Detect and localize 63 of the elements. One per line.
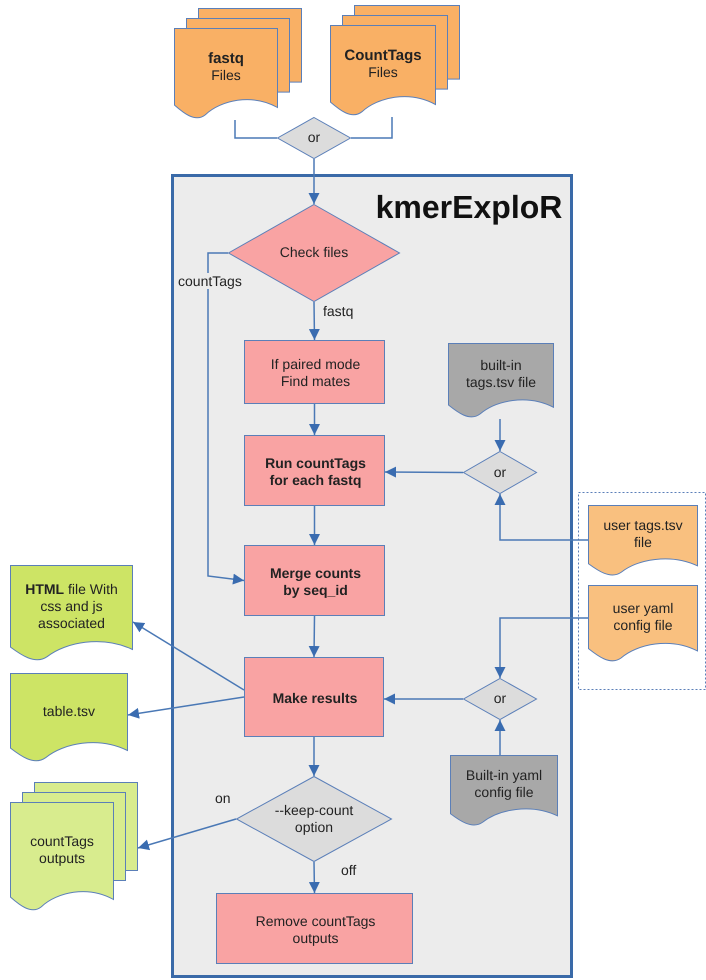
node-label: countTags outputs xyxy=(29,833,95,867)
file-stack xyxy=(330,5,460,117)
node-label: or xyxy=(494,690,506,708)
decision-diamond xyxy=(277,117,351,159)
node-label: Make results xyxy=(272,690,358,706)
decision-diamond xyxy=(463,678,537,720)
arrow xyxy=(309,506,320,545)
decision-diamond xyxy=(236,776,392,862)
arrow xyxy=(308,862,320,894)
document-shape xyxy=(588,505,698,577)
node-label: Run countTags for each fastq xyxy=(264,454,367,488)
connector-line xyxy=(351,117,393,139)
node-label: If paired mode Find mates xyxy=(270,356,362,390)
container-title: kmerExploR xyxy=(376,188,562,226)
process-box xyxy=(244,340,385,404)
process-box xyxy=(244,545,385,616)
arrow xyxy=(384,694,463,704)
node-label: Files xyxy=(368,64,398,81)
node-label: Files xyxy=(211,67,241,84)
arrow xyxy=(494,720,506,755)
arrow xyxy=(138,818,236,850)
document-shape xyxy=(10,673,128,763)
file-stack xyxy=(174,8,302,120)
node-label: Remove countTags outputs xyxy=(254,912,376,946)
arrow xyxy=(494,419,506,451)
edge-label: countTags xyxy=(177,273,243,289)
process-box xyxy=(244,657,384,737)
node-label: --keep-count option xyxy=(274,802,354,836)
node-label: CountTags xyxy=(344,47,422,64)
arrow xyxy=(308,737,320,776)
document-shape xyxy=(588,585,698,663)
arrow xyxy=(494,494,588,541)
arrow xyxy=(309,404,320,435)
node-label: fastq xyxy=(208,50,244,67)
node-label: Built-in yaml config file xyxy=(464,767,544,801)
node-label: user tags.tsv file xyxy=(602,517,684,551)
node-label: user yaml config file xyxy=(612,600,674,634)
node-label: Check files xyxy=(280,244,348,262)
arrow xyxy=(494,617,588,678)
node-label: HTML file With css and js associated xyxy=(24,581,119,632)
container-panel xyxy=(171,174,573,978)
document-shape xyxy=(448,343,554,419)
edge-label: fastq xyxy=(322,303,354,319)
arrow xyxy=(385,466,463,478)
arrow xyxy=(308,616,320,658)
file-stack xyxy=(10,782,138,912)
node-label: or xyxy=(308,129,320,146)
arrow xyxy=(207,252,244,585)
decision-diamond xyxy=(463,451,537,494)
arrow xyxy=(308,302,320,340)
node-label: built-in tags.tsv file xyxy=(464,357,538,391)
edge-label: off xyxy=(340,862,358,878)
arrow xyxy=(132,621,244,691)
arrow xyxy=(128,696,244,719)
process-box xyxy=(244,435,385,506)
document-shape xyxy=(10,565,133,662)
node-label: or xyxy=(494,464,506,481)
node-label: Merge counts by seq_id xyxy=(268,564,362,598)
arrow xyxy=(308,159,320,204)
document-shape xyxy=(450,755,558,827)
connector-line xyxy=(234,120,277,139)
node-label: table.tsv xyxy=(42,702,96,720)
process-box xyxy=(216,893,413,964)
